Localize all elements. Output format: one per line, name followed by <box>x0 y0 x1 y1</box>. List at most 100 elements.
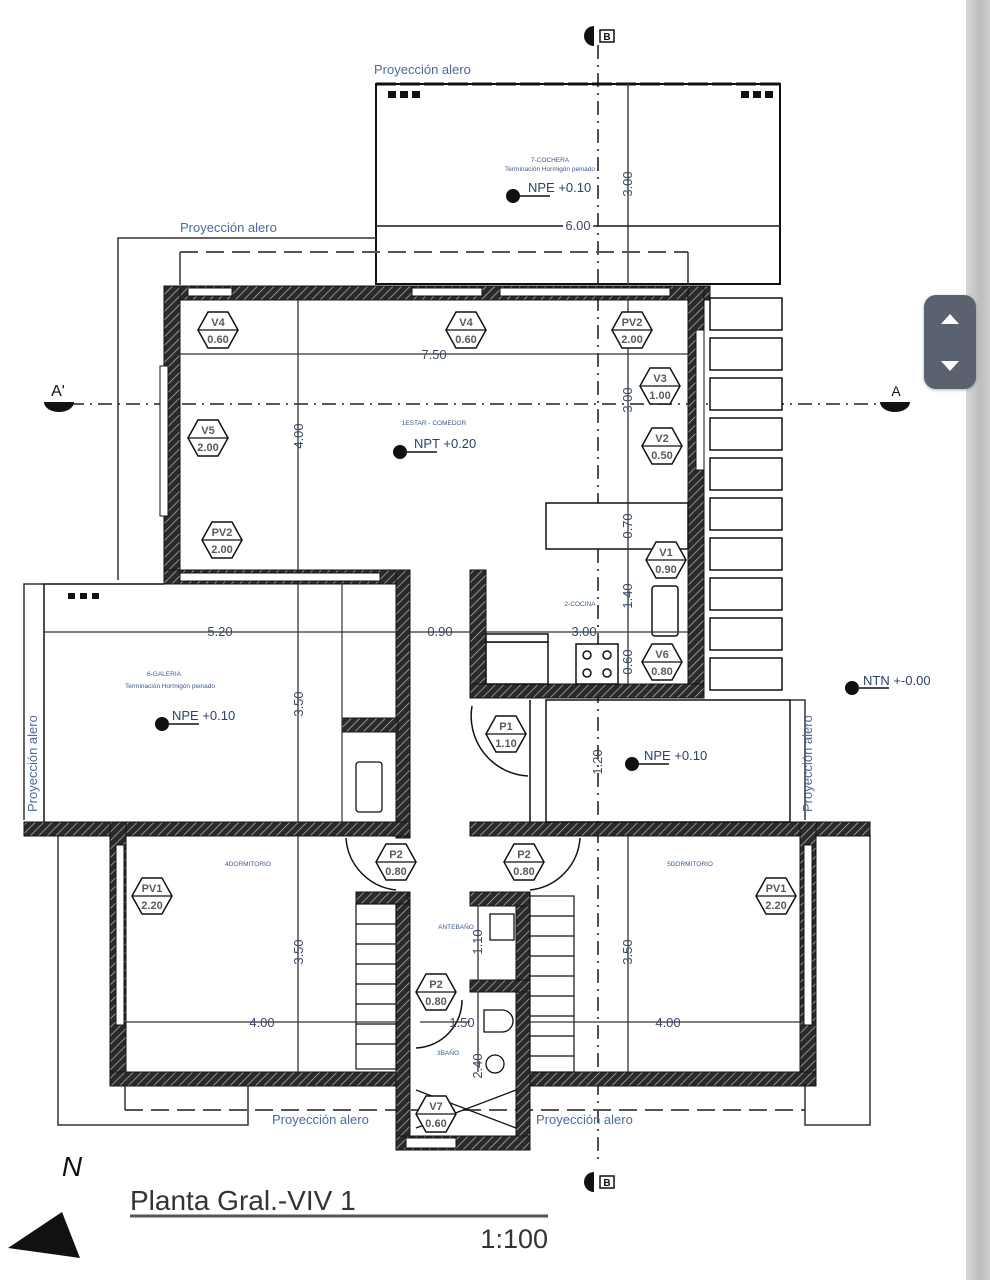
svg-text:1.20: 1.20 <box>590 749 605 774</box>
section-marker-a-right: A <box>880 383 910 412</box>
dimension-labels: 6.00 6.00 3.00 7.50 4.00 3.00 0.70 1.40 … <box>207 171 680 1078</box>
deck-slats <box>709 297 783 691</box>
svg-text:3.50: 3.50 <box>620 939 635 964</box>
svg-text:P2: P2 <box>429 979 442 991</box>
svg-text:PV2: PV2 <box>622 317 643 329</box>
svg-text:V2: V2 <box>655 433 668 445</box>
svg-text:3BAÑO: 3BAÑO <box>437 1048 459 1057</box>
galeria <box>43 583 383 822</box>
svg-text:V4: V4 <box>459 317 473 329</box>
svg-text:A: A <box>891 383 901 399</box>
svg-text:3.00: 3.00 <box>620 387 635 412</box>
windows <box>115 287 813 1149</box>
svg-text:5.20: 5.20 <box>207 624 232 639</box>
svg-text:Terminación Hormigón peinado: Terminación Hormigón peinado <box>505 166 595 173</box>
svg-text:ANTEBAÑO: ANTEBAÑO <box>438 922 474 931</box>
acceso-hall <box>529 699 791 823</box>
door-swings <box>345 705 581 1049</box>
svg-text:B: B <box>603 1178 610 1189</box>
svg-text:3.00: 3.00 <box>571 624 596 639</box>
svg-text:6-GALERIA: 6-GALERIA <box>147 671 182 678</box>
svg-text:NTN +-0.00: NTN +-0.00 <box>863 673 931 688</box>
opening-tags: V40.60V40.60PV22.00V31.00V52.00V20.50PV2… <box>131 311 797 1133</box>
opening-tag: V4 0.60 <box>445 311 487 349</box>
dimension-lines <box>44 225 800 1072</box>
svg-text:V5: V5 <box>201 425 214 437</box>
section-marker-b-bottom: B <box>584 1172 615 1192</box>
svg-text:3.00: 3.00 <box>620 171 635 196</box>
page-up-button[interactable] <box>924 295 976 342</box>
svg-text:PV1: PV1 <box>766 883 787 895</box>
svg-text:NPE +0.10: NPE +0.10 <box>528 180 591 195</box>
svg-text:0.60: 0.60 <box>207 334 228 346</box>
svg-text:5DORMITORIO: 5DORMITORIO <box>667 861 713 868</box>
svg-text:Proyección alero: Proyección alero <box>180 220 277 235</box>
svg-text:PV2: PV2 <box>212 527 233 539</box>
opening-tag: V1 0.90 <box>645 541 687 579</box>
svg-text:0.90: 0.90 <box>427 624 452 639</box>
svg-text:NPT +0.20: NPT +0.20 <box>414 436 476 451</box>
svg-text:V1: V1 <box>659 547 672 559</box>
svg-text:NPE +0.10: NPE +0.10 <box>172 708 235 723</box>
svg-text:7-COCHERA: 7-COCHERA <box>531 157 570 164</box>
svg-text:V4: V4 <box>211 317 225 329</box>
svg-text:0.60: 0.60 <box>455 334 476 346</box>
svg-text:Proyección alero: Proyección alero <box>25 715 40 812</box>
svg-text:Proyección alero: Proyección alero <box>536 1112 633 1127</box>
svg-text:0.60: 0.60 <box>425 1118 446 1130</box>
svg-text:0.80: 0.80 <box>425 996 446 1008</box>
svg-text:1.10: 1.10 <box>495 738 516 750</box>
section-marker-b-top: B <box>584 26 615 46</box>
svg-text:6.00: 6.00 <box>565 218 590 233</box>
opening-tag: V7 0.60 <box>415 1095 457 1133</box>
svg-text:A': A' <box>51 383 65 400</box>
walls <box>23 285 871 1151</box>
room-labels: 7-COCHERA Terminación Hormigón peinado 1… <box>125 157 713 1057</box>
level-marker-icon <box>155 717 199 731</box>
north-arrow-icon: N <box>8 1151 83 1258</box>
svg-text:NPE +0.10: NPE +0.10 <box>644 748 707 763</box>
svg-text:N: N <box>62 1151 83 1182</box>
svg-text:2.00: 2.00 <box>197 442 218 454</box>
svg-text:0.90: 0.90 <box>655 564 676 576</box>
svg-text:0.70: 0.70 <box>620 513 635 538</box>
svg-text:0.80: 0.80 <box>651 666 672 678</box>
document-viewer: 6.00 6.00 3.00 7.50 4.00 3.00 0.70 1.40 … <box>8 26 931 1258</box>
svg-text:4DORMITORIO: 4DORMITORIO <box>225 861 271 868</box>
svg-text:1ESTAR - COMEDOR: 1ESTAR - COMEDOR <box>402 420 467 427</box>
stair-slats <box>355 895 575 1073</box>
page-down-button[interactable] <box>924 342 976 389</box>
level-marker-icon <box>625 757 669 771</box>
svg-text:2.00: 2.00 <box>621 334 642 346</box>
opening-tag: P11.10 <box>485 715 527 753</box>
svg-text:V7: V7 <box>429 1101 442 1113</box>
svg-text:0.80: 0.80 <box>513 866 534 878</box>
svg-text:4.00: 4.00 <box>655 1015 680 1030</box>
chevron-up-icon <box>941 313 959 324</box>
title-block: Planta Gral.-VIV 1 1:100 <box>130 1185 548 1254</box>
level-markers: NPE +0.10 NPT +0.20 NPE +0.10 NPE +0.10 … <box>155 180 931 771</box>
opening-tag: P20.80 <box>375 843 417 881</box>
vertical-scrollbar[interactable] <box>966 0 990 1280</box>
opening-tag: V4 0.60 <box>197 311 239 349</box>
svg-text:4.00: 4.00 <box>249 1015 274 1030</box>
cocina-fixtures <box>485 502 689 685</box>
svg-text:1.50: 1.50 <box>449 1015 474 1030</box>
svg-text:0.60: 0.60 <box>620 649 635 674</box>
page-navigation-control[interactable] <box>924 295 976 389</box>
opening-tag: P2 0.80 <box>415 973 457 1011</box>
svg-text:2.40: 2.40 <box>470 1053 485 1078</box>
level-marker-icon <box>506 189 550 203</box>
opening-tag: V60.80 <box>641 643 683 681</box>
svg-text:Terminación Hormigón peinado: Terminación Hormigón peinado <box>125 683 215 690</box>
section-marker-a-left: A' <box>44 383 74 412</box>
svg-text:1.40: 1.40 <box>620 583 635 608</box>
svg-text:Proyección alero: Proyección alero <box>374 62 471 77</box>
svg-text:1.00: 1.00 <box>649 390 670 402</box>
svg-text:P2: P2 <box>517 849 530 861</box>
svg-text:V3: V3 <box>653 373 666 385</box>
svg-text:3.50: 3.50 <box>291 691 306 716</box>
